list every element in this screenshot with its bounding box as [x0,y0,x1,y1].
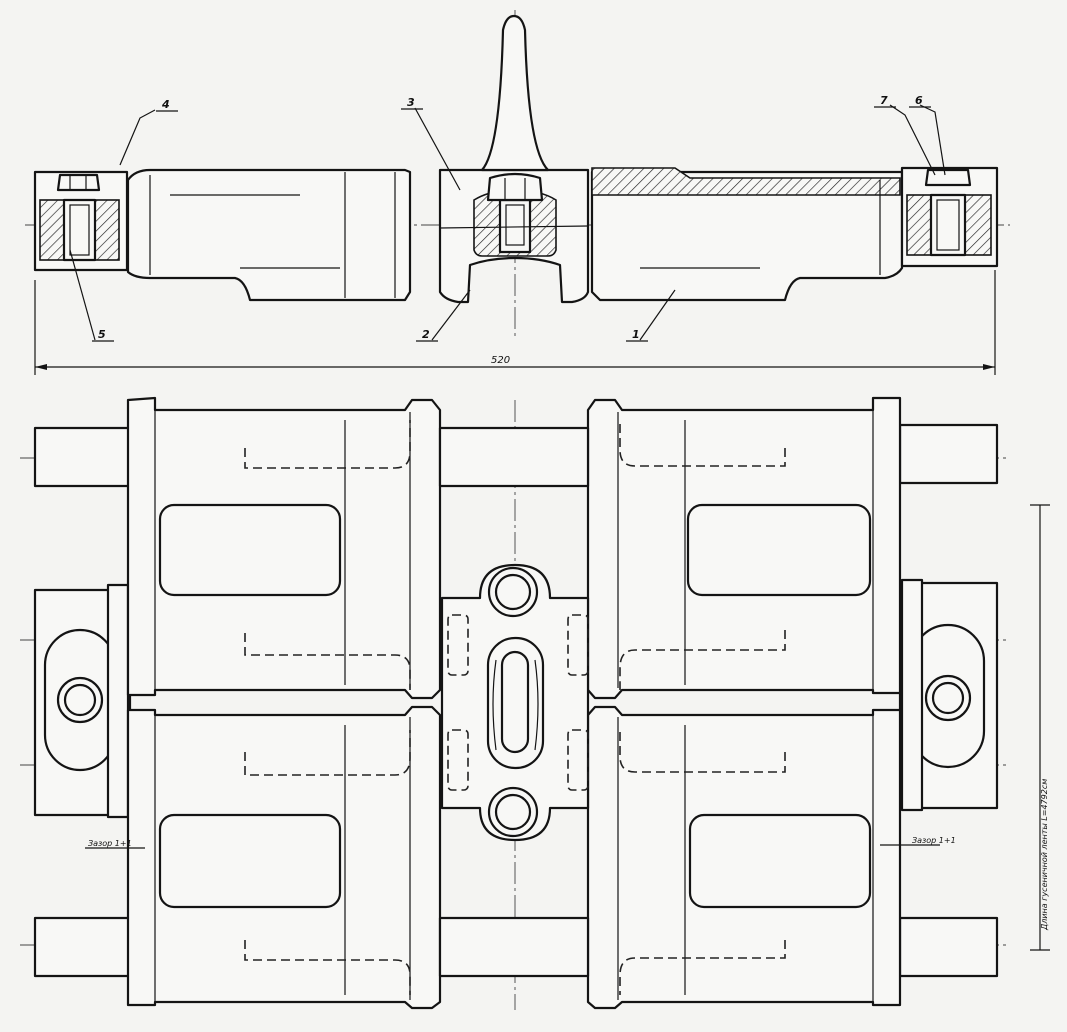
callout-5: 5 [98,328,106,341]
shoe-upper-left [126,396,442,700]
callout-1: 1 [632,328,640,341]
callout-3: 3 [407,96,415,109]
shoe-lower-right [586,705,902,1010]
track-length-note: Длина гусеничной ленты L=4792см [1040,779,1049,931]
gap-label-right: Зазор 1+1 [912,836,956,845]
callout-7: 7 [880,94,888,107]
top-section-view [25,10,1010,375]
callout-4: 4 [161,98,170,111]
callout-6: 6 [915,94,923,107]
overall-length-dimension: 520 [491,355,510,366]
shoe-upper-right [586,396,902,700]
plan-view [20,396,1050,1010]
shoe-lower-left [126,705,442,1010]
callout-2: 2 [422,328,430,341]
gap-label-left: Зазор 1+1 [88,839,132,848]
